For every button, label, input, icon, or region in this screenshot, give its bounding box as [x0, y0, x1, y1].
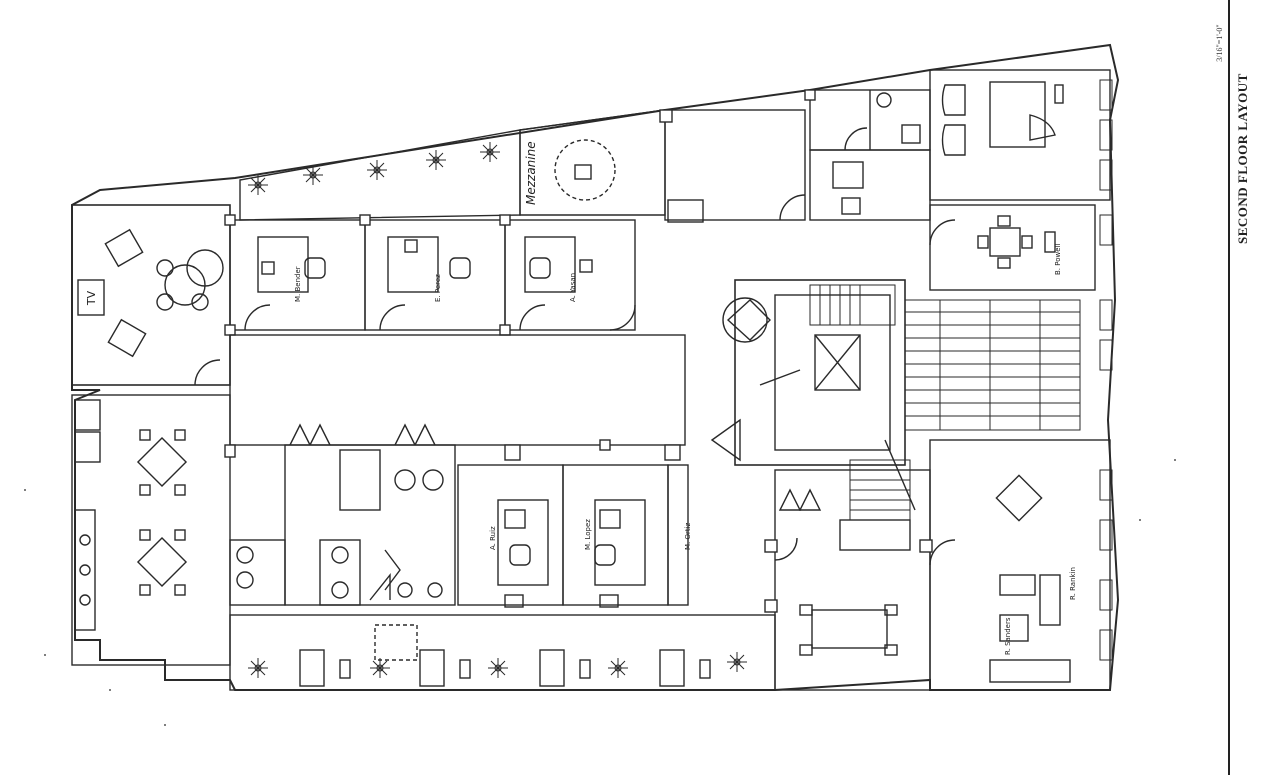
office-name-3: A. Yasan — [569, 273, 577, 302]
scale-note: 3/16"=1'-0" — [1215, 24, 1224, 62]
office-name-6: M. Ortiz — [684, 522, 692, 550]
terrace-north — [239, 109, 666, 221]
office-name-1: M. Bender — [294, 266, 302, 302]
conference-north — [929, 69, 1111, 201]
office-south-east: R. Sanders R. Rankin — [929, 439, 1111, 691]
scan-specks — [24, 459, 1176, 726]
office-name-4: A. Ruiz — [489, 526, 497, 550]
mezzanine-label: Mezzanine — [524, 141, 538, 205]
main-stairs — [809, 284, 1081, 521]
north-corridor — [664, 109, 806, 223]
mezzanine-room: Mezzanine — [519, 109, 666, 216]
break-room-west — [71, 394, 231, 666]
restroom-north — [809, 89, 931, 221]
columns — [599, 89, 933, 613]
windows-east — [1099, 79, 1113, 661]
terrace-south — [229, 614, 776, 691]
office-name-7: R. Rankin — [1069, 567, 1077, 600]
lounge-south-east — [774, 469, 931, 691]
office-name-5: M. Lopez — [584, 519, 592, 550]
restroom-south — [229, 423, 456, 606]
central-corridor — [224, 334, 686, 461]
stair-core — [710, 279, 916, 511]
title-block — [1228, 0, 1263, 775]
office-row-north: M. Bender E. Perez A. Yasan — [224, 214, 636, 336]
exterior-walls — [71, 43, 1120, 691]
office-name-9: R. Sanders — [1004, 617, 1012, 655]
office-name-2: E. Perez — [434, 274, 442, 302]
office-name-8: B. Powell — [1054, 244, 1062, 275]
tv-lounge: TV — [71, 204, 231, 386]
office-row-south: A. Ruiz M. Lopez M. Ortiz — [457, 464, 692, 608]
plant-icons — [248, 142, 747, 678]
office-east-small: B. Powell — [929, 204, 1096, 291]
tv-label: TV — [85, 290, 98, 306]
sheet-title: SECOND FLOOR LAYOUT — [1235, 73, 1250, 244]
